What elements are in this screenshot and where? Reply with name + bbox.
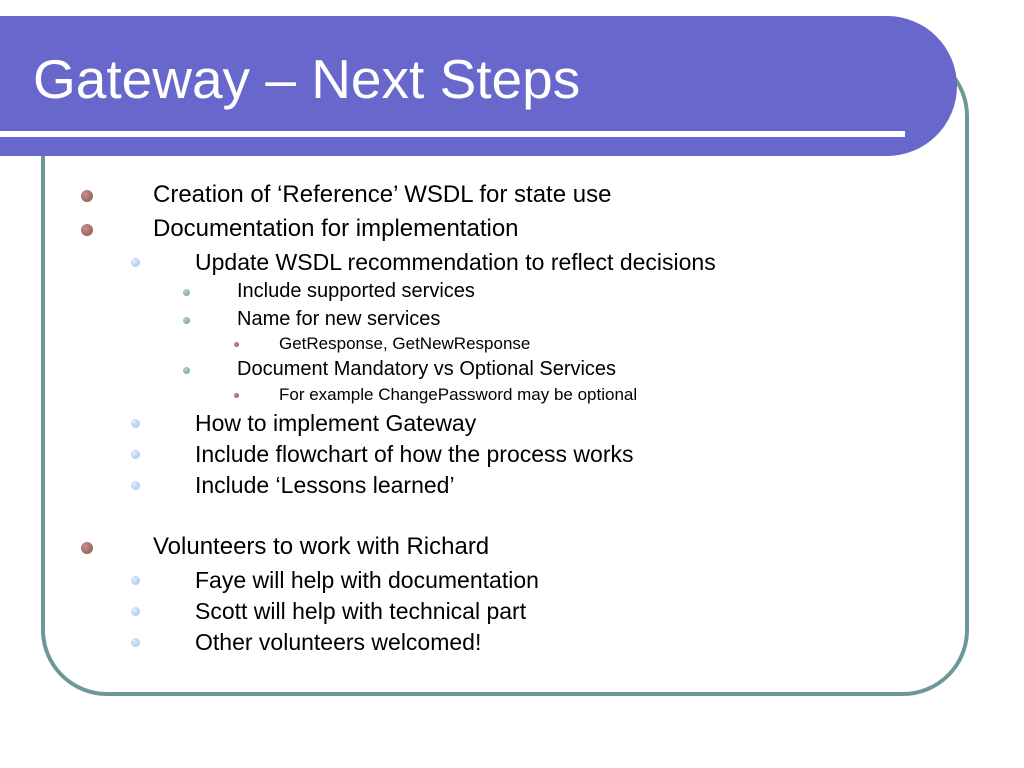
bullet-text: Other volunteers welcomed! [195, 629, 482, 655]
bullet-line: Update WSDL recommendation to reflect de… [0, 247, 1024, 277]
bullet-line: Scott will help with technical part [0, 596, 1024, 626]
round-bullet-icon [183, 289, 190, 296]
bullet-text: Include flowchart of how the process wor… [195, 441, 634, 467]
round-bullet-icon [131, 638, 140, 647]
bullet-line: GetResponse, GetNewResponse [0, 333, 1024, 355]
bullet-line: Documentation for implementation [0, 213, 1024, 245]
bullet-text: Faye will help with documentation [195, 567, 539, 593]
bullet-line: Volunteers to work with Richard [0, 531, 1024, 563]
bullet-line: Faye will help with documentation [0, 565, 1024, 595]
bullet-line: Include supported services [0, 278, 1024, 304]
bullet-text: Include supported services [237, 280, 475, 302]
round-bullet-icon [183, 317, 190, 324]
bullet-line: Name for new services [0, 306, 1024, 332]
bullet-line: Document Mandatory vs Optional Services [0, 356, 1024, 382]
round-bullet-icon [131, 419, 140, 428]
round-bullet-icon [183, 367, 190, 374]
bullet-text: Scott will help with technical part [195, 598, 527, 624]
slide-title: Gateway – Next Steps [33, 48, 581, 110]
bullet-text: Include ‘Lessons learned’ [195, 472, 455, 498]
bullet-text: How to implement Gateway [195, 410, 477, 436]
bullet-line: Creation of ‘Reference’ WSDL for state u… [0, 179, 1024, 211]
bullet-line: Include ‘Lessons learned’ [0, 470, 1024, 500]
round-bullet-icon [131, 607, 140, 616]
round-bullet-icon [81, 190, 93, 202]
round-bullet-icon [131, 576, 140, 585]
bullet-line: How to implement Gateway [0, 408, 1024, 438]
bullet-line: For example ChangePassword may be option… [0, 384, 1024, 406]
round-bullet-icon [81, 542, 93, 554]
round-bullet-icon [81, 224, 93, 236]
bullet-text: Name for new services [237, 308, 441, 330]
bullet-text: Creation of ‘Reference’ WSDL for state u… [153, 181, 612, 208]
bullet-line: Other volunteers welcomed! [0, 627, 1024, 657]
round-bullet-icon [234, 393, 239, 398]
bullet-text: Documentation for implementation [153, 215, 519, 242]
bullet-text: GetResponse, GetNewResponse [279, 334, 531, 353]
round-bullet-icon [131, 258, 140, 267]
content-frame [41, 50, 969, 696]
round-bullet-icon [131, 450, 140, 459]
title-underline [0, 131, 905, 137]
bullet-text: Document Mandatory vs Optional Services [237, 358, 617, 380]
bullet-text: Volunteers to work with Richard [153, 533, 490, 560]
bullet-text: For example ChangePassword may be option… [279, 385, 638, 404]
bullet-text: Update WSDL recommendation to reflect de… [195, 249, 716, 275]
round-bullet-icon [131, 481, 140, 490]
round-bullet-icon [234, 342, 239, 347]
bullet-line: Include flowchart of how the process wor… [0, 439, 1024, 469]
